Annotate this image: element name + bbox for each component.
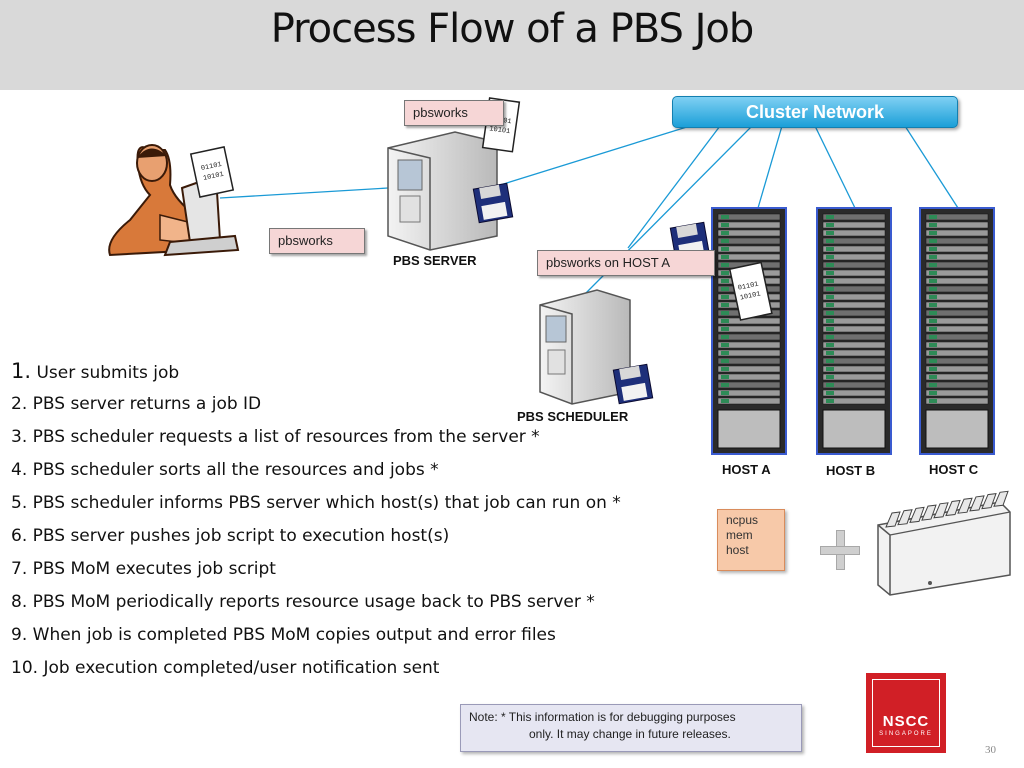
pbs-scheduler-label: PBS SCHEDULER — [517, 409, 629, 424]
step-number: 9. — [11, 625, 28, 645]
user-server-link — [219, 187, 389, 199]
binary-line: 10101 — [489, 125, 511, 136]
user-job-tag: pbsworks — [269, 228, 365, 254]
cluster-host-b-link — [814, 125, 856, 209]
step-number: 6. — [11, 526, 28, 546]
step-text: PBS server returns a job ID — [27, 394, 262, 414]
step-item: 6. PBS server pushes job script to execu… — [11, 520, 621, 553]
cluster-network-bar: Cluster Network — [672, 96, 958, 128]
step-item: 1. User submits job — [11, 355, 621, 388]
step-number: 2. — [11, 394, 28, 414]
step-item: 5. PBS scheduler informs PBS server whic… — [11, 487, 621, 520]
logo-name: NSCC — [882, 713, 930, 730]
step-number: 8. — [11, 592, 28, 612]
diagram-graphics: 01101 10101 01101 10101 — [108, 97, 1011, 596]
step-item: 4. PBS scheduler sorts all the resources… — [11, 454, 621, 487]
server-cluster-link — [496, 125, 691, 187]
step-text: When job is completed PBS MoM copies out… — [27, 625, 556, 645]
host-b-rack-icon — [816, 207, 892, 455]
page-number: 30 — [985, 744, 996, 756]
step-number: 4. — [11, 460, 28, 480]
step-text: PBS scheduler requests a list of resourc… — [27, 427, 540, 447]
host-a-label: HOST A — [722, 462, 771, 477]
host-c-rack-icon — [919, 207, 995, 455]
logo-frame — [872, 679, 940, 747]
floppy-disk-icon — [472, 182, 514, 224]
step-number: 7. — [11, 559, 28, 579]
step-text: PBS MoM executes job script — [27, 559, 276, 579]
step-text: PBS scheduler sorts all the resources an… — [27, 460, 439, 480]
cluster-host-a-link — [757, 125, 783, 209]
step-item: 2. PBS server returns a job ID — [11, 388, 621, 421]
step-text: User submits job — [31, 363, 180, 383]
step-number: 1. — [11, 359, 32, 383]
host-binary-doc: 01101 10101 — [728, 261, 773, 321]
process-steps-list: 1. User submits job 2. PBS server return… — [11, 355, 621, 685]
pbs-server-icon — [387, 131, 498, 251]
nscc-logo: NSCC SINGAPORE — [866, 673, 946, 753]
resource-item: host — [726, 543, 749, 557]
debug-note-box: Note: * This information is for debuggin… — [460, 704, 802, 752]
floppy-disk-icon — [612, 363, 654, 405]
step-number: 5. — [11, 493, 28, 513]
plus-icon — [820, 530, 860, 570]
step-text: PBS server pushes job script to executio… — [27, 526, 450, 546]
resource-item: mem — [726, 528, 753, 542]
step-number: 10. — [11, 658, 39, 678]
host-b-label: HOST B — [826, 463, 876, 478]
server-job-tag: pbsworks — [404, 100, 504, 126]
host-a-rack-icon — [711, 207, 787, 455]
resource-item: ncpus — [726, 513, 759, 527]
step-item: 3. PBS scheduler requests a list of reso… — [11, 421, 621, 454]
user-at-computer-icon — [108, 144, 240, 257]
slide-header — [0, 0, 1024, 90]
pbs-scheduler-icon — [539, 289, 631, 405]
step-text: Job execution completed/user notificatio… — [38, 658, 440, 678]
step-item: 10. Job execution completed/user notific… — [11, 652, 621, 685]
step-text: PBS scheduler informs PBS server which h… — [27, 493, 621, 513]
host-racks — [711, 207, 995, 455]
note-line: Note: * This information is for debuggin… — [469, 710, 736, 724]
note-line: only. It may change in future releases. — [529, 727, 731, 741]
cluster-host-c-link — [904, 125, 959, 209]
step-item: 7. PBS MoM executes job script — [11, 553, 621, 586]
pbs-server-label: PBS SERVER — [393, 253, 477, 268]
resource-list-box: ncpus mem host — [717, 509, 785, 571]
host-c-label: HOST C — [929, 462, 979, 477]
host-job-tag: pbsworks on HOST A — [537, 250, 715, 276]
slide-title: Process Flow of a PBS Job — [270, 6, 755, 52]
cluster-scheduler-link — [627, 125, 721, 249]
step-text: PBS MoM periodically reports resource us… — [27, 592, 595, 612]
logo-subtitle: SINGAPORE — [879, 731, 933, 737]
storage-cabinet-icon — [877, 490, 1011, 596]
step-item: 8. PBS MoM periodically reports resource… — [11, 586, 621, 619]
step-item: 9. When job is completed PBS MoM copies … — [11, 619, 621, 652]
step-number: 3. — [11, 427, 28, 447]
